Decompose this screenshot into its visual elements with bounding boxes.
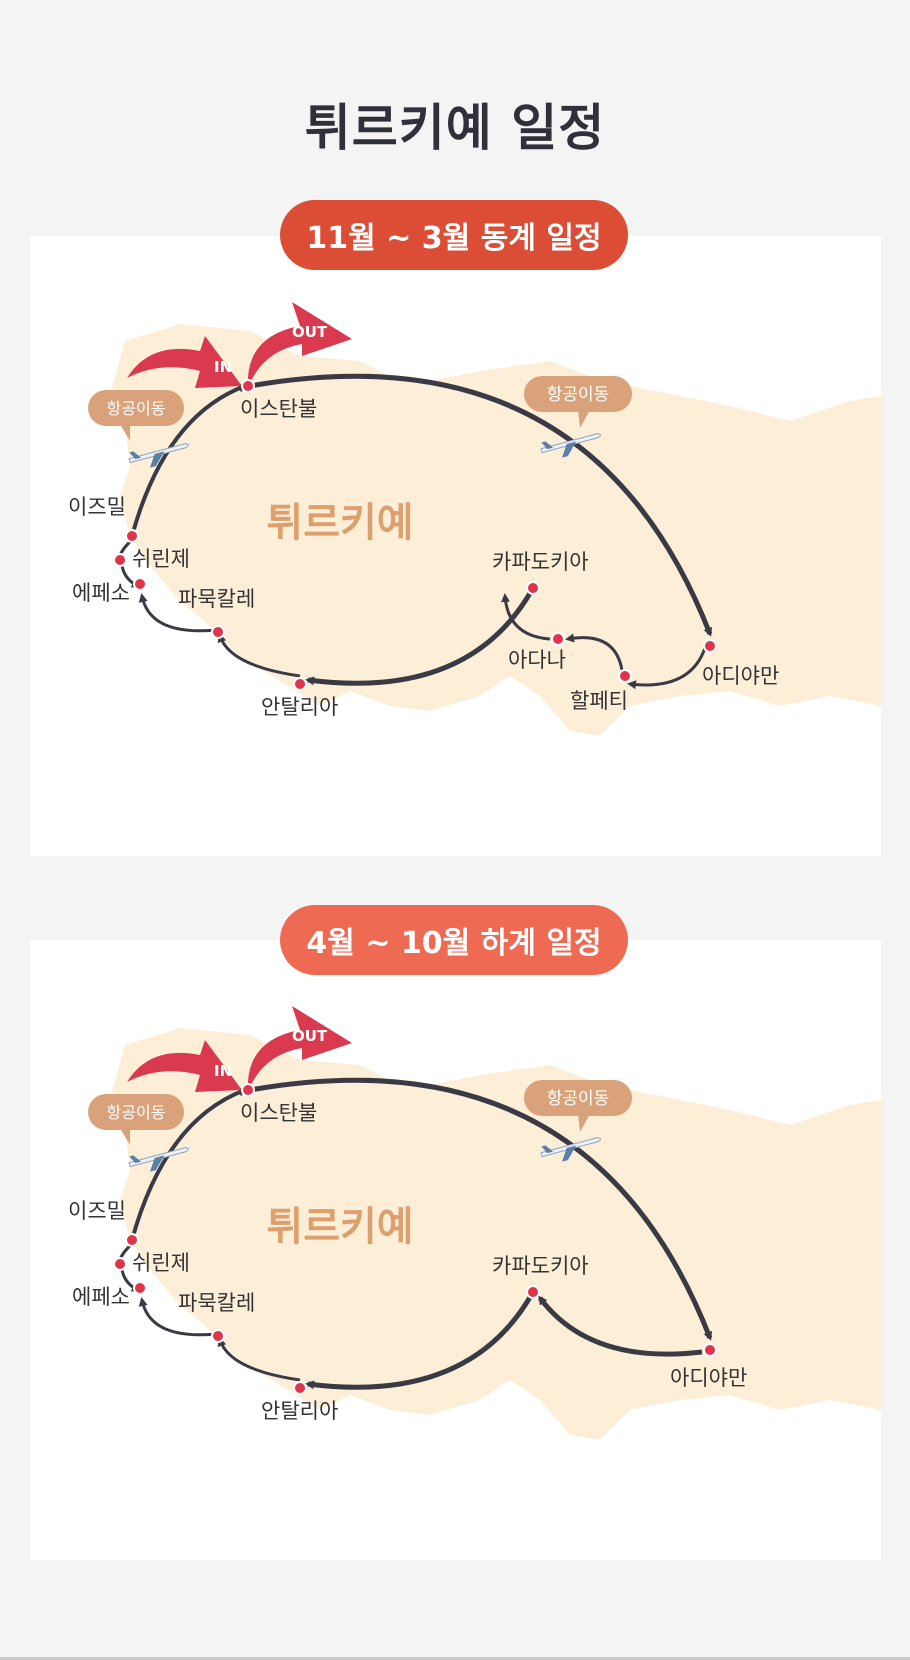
city-dot-izmir <box>125 529 139 543</box>
city-label-izmir: 이즈밀 <box>68 495 126 519</box>
flight-bubble-east: 항공이동 <box>524 376 632 428</box>
city-label-pamukkale: 파묵칼레 <box>178 587 255 611</box>
city-label-istanbul: 이스탄불 <box>240 1101 317 1125</box>
city-dot-istanbul <box>241 379 255 393</box>
city-dot-cappadocia <box>526 1285 540 1299</box>
route-halfeti-adana <box>565 633 624 671</box>
country-label: 튀르키예 <box>266 500 413 546</box>
city-dot-adana <box>551 632 565 646</box>
route-istanbul-adiyaman <box>249 373 713 637</box>
city-label-pamukkale: 파묵칼레 <box>178 1291 255 1315</box>
country-label: 튀르키예 <box>266 1204 413 1250</box>
out-label: OUT <box>292 323 328 341</box>
city-dot-sirince <box>113 553 127 567</box>
flight-bubble-east: 항공이동 <box>524 1080 632 1132</box>
route-pamukkale-ephesus <box>138 593 217 633</box>
airplane-icon <box>540 1137 601 1162</box>
turkey-landmass <box>110 324 881 736</box>
route-istanbul-adiyaman <box>249 1077 713 1341</box>
city-dot-sirince <box>113 1257 127 1271</box>
city-dot-antalya <box>293 677 307 691</box>
airplane-icon <box>128 1147 189 1172</box>
city-dot-ephesus <box>133 1281 147 1295</box>
city-dot-izmir <box>125 1233 139 1247</box>
route-antalya-pamukkale <box>217 1337 301 1382</box>
in-label: IN <box>214 358 232 376</box>
route-izmir-istanbul <box>130 383 248 537</box>
city-label-izmir: 이즈밀 <box>68 1199 126 1223</box>
route-antalya-pamukkale <box>217 633 301 678</box>
turkey-landmass <box>110 1028 881 1440</box>
route-adiyaman-cappadocia <box>537 1295 703 1357</box>
summer-season-badge: 4월 ~ 10월 하계 일정 <box>280 905 628 975</box>
in-label: IN <box>214 1062 232 1080</box>
flight-bubble-east-label: 항공이동 <box>547 385 610 405</box>
winter-season-badge: 11월 ~ 3월 동계 일정 <box>280 200 628 270</box>
page-title: 튀르키예 일정 <box>304 99 606 157</box>
city-label-sirince: 쉬린제 <box>132 1251 190 1275</box>
out-label: OUT <box>292 1027 328 1045</box>
in-arrow <box>127 336 242 388</box>
in-arrow <box>127 1040 242 1092</box>
flight-bubble-west: 항공이동 <box>88 390 184 441</box>
airplane-icon <box>540 433 601 458</box>
city-label-sirince: 쉬린제 <box>132 547 190 571</box>
out-arrow <box>247 1006 352 1092</box>
city-label-halfeti: 할페티 <box>570 689 628 713</box>
city-dot-adiyaman <box>703 1343 717 1357</box>
city-dot-halfeti <box>618 669 632 683</box>
city-label-ephesus: 에페소 <box>72 1285 130 1309</box>
city-dot-istanbul <box>241 1083 255 1097</box>
route-cappadocia-antalya <box>305 586 536 686</box>
city-dot-ephesus <box>133 577 147 591</box>
route-cappadocia-antalya <box>305 1290 536 1390</box>
flight-bubble-east-label: 항공이동 <box>547 1089 610 1109</box>
city-dot-pamukkale <box>211 1329 225 1343</box>
out-arrow <box>247 302 352 388</box>
city-label-istanbul: 이스탄불 <box>240 397 317 421</box>
route-pamukkale-ephesus <box>138 1297 217 1337</box>
city-label-adiyaman: 아디야만 <box>670 1366 747 1390</box>
city-label-adiyaman: 아디야만 <box>702 664 779 688</box>
city-label-antalya: 안탈리아 <box>261 1399 338 1423</box>
bottom-divider <box>0 1657 910 1660</box>
city-dot-antalya <box>293 1381 307 1395</box>
city-dot-pamukkale <box>211 625 225 639</box>
route-adana-cappadocia <box>500 593 551 641</box>
route-adiyaman-halfeti <box>627 647 707 690</box>
city-label-adana: 아다나 <box>508 648 566 672</box>
city-label-antalya: 안탈리아 <box>261 695 338 719</box>
flight-bubble-west-label: 항공이동 <box>107 399 166 418</box>
flight-bubble-west-label: 항공이동 <box>107 1103 166 1122</box>
city-label-ephesus: 에페소 <box>72 581 130 605</box>
city-dot-adiyaman <box>703 639 717 653</box>
city-label-cappadocia: 카파도키아 <box>492 550 589 574</box>
flight-bubble-west: 항공이동 <box>88 1094 184 1145</box>
summer-route-map: IN OUT 항공이동 항공이동 튀르키예 이스탄불 이즈밀 쉬린제 에페소 파… <box>68 1006 881 1440</box>
city-dot-cappadocia <box>526 581 540 595</box>
city-label-cappadocia: 카파도키아 <box>492 1254 589 1278</box>
winter-route-map: IN OUT 항공이동 항공이동 튀르키예 이스탄불 이즈 <box>68 302 881 736</box>
route-izmir-istanbul <box>130 1087 248 1241</box>
airplane-icon <box>128 443 189 468</box>
